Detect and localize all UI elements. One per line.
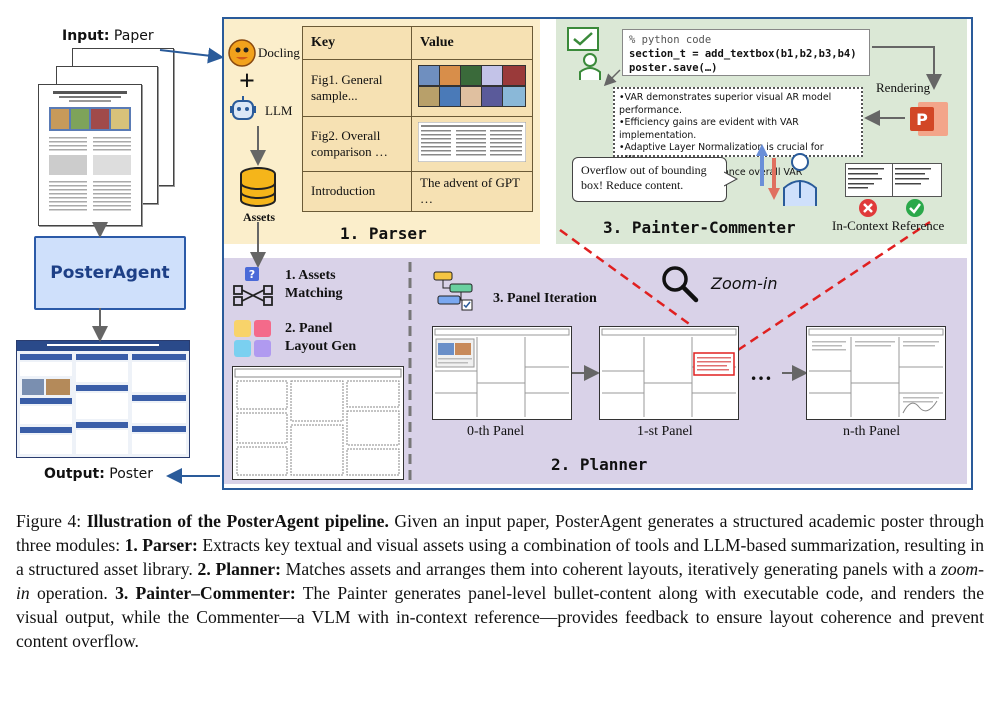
panel-0 bbox=[432, 326, 572, 420]
up-down-arrows-icon bbox=[756, 144, 780, 200]
layout-blocks-icon bbox=[234, 320, 271, 357]
asset-key-value-table: Key Value Fig1. General sample... Fig2. … bbox=[302, 26, 533, 213]
panel-n-label: n-th Panel bbox=[843, 424, 901, 439]
panel-1 bbox=[599, 326, 739, 420]
panel-layout-gen-label: 2. Panel Layout Gen bbox=[285, 321, 357, 354]
table-cell-value-image bbox=[411, 59, 533, 117]
layout-wireframe-shapes bbox=[234, 368, 402, 476]
ellipsis: … bbox=[750, 360, 772, 385]
table-cell-key: Fig1. General sample... bbox=[302, 59, 412, 117]
table-cell-key: Introduction bbox=[302, 170, 412, 213]
painter-person-icon bbox=[567, 27, 601, 80]
docling-label: Docling bbox=[258, 45, 300, 60]
llm-label: LLM bbox=[265, 103, 293, 118]
magnifier-icon bbox=[662, 266, 699, 303]
code-comment: % python code bbox=[629, 34, 712, 46]
table-cell-value: The advent of GPT … bbox=[411, 170, 533, 213]
docling-duck-icon bbox=[228, 39, 256, 67]
zoom-in-label: Zoom-in bbox=[711, 274, 778, 293]
panel-0-label: 0-th Panel bbox=[467, 424, 525, 439]
assets-label: Assets bbox=[243, 210, 275, 224]
panel-iteration-icon bbox=[433, 271, 473, 311]
speech-tail bbox=[724, 171, 738, 187]
input-arrow bbox=[159, 47, 224, 64]
poster-agent-box: PosterAgent bbox=[34, 236, 186, 310]
sample-images-thumbnail-icon bbox=[418, 64, 526, 107]
reference-card-lines bbox=[848, 168, 884, 189]
output-label: Output: Poster bbox=[44, 466, 153, 482]
bullet-line: •Efficiency gains are evident with VAR i… bbox=[619, 117, 799, 141]
code-line: poster.save(…) bbox=[629, 62, 718, 74]
painter-commenter-title: 3. Painter-Commenter bbox=[603, 218, 796, 237]
assets-matching-icon: ? bbox=[233, 267, 273, 306]
table-cell-value-table bbox=[411, 115, 533, 172]
table-header-value: Value bbox=[411, 26, 533, 60]
table-row: Fig1. General sample... bbox=[302, 59, 533, 117]
panel-n-layout bbox=[808, 328, 944, 417]
comparison-table-thumbnail-icon bbox=[417, 121, 527, 163]
poster-thumbnail-icon bbox=[17, 341, 189, 454]
rendering-label: Rendering bbox=[876, 80, 931, 95]
output-poster-thumbnail bbox=[16, 340, 190, 458]
table-row: Fig2. Overall comparison … bbox=[302, 115, 533, 172]
panel-1-label: 1-st Panel bbox=[637, 424, 693, 439]
figure-caption: Figure 4: Illustration of the PosterAgen… bbox=[16, 511, 985, 651]
plus-sign: + bbox=[239, 66, 255, 97]
bullet-content-box: •VAR demonstrates superior visual AR mod… bbox=[613, 87, 863, 191]
panel-iteration-label: 3. Panel Iteration bbox=[493, 291, 597, 306]
paper-page-front bbox=[38, 84, 142, 226]
planner-title: 2. Planner bbox=[551, 455, 648, 474]
powerpoint-icon: P bbox=[910, 102, 948, 136]
reference-card-bad bbox=[845, 163, 895, 197]
reference-card-good bbox=[892, 163, 942, 197]
commenter-feedback-bubble: Overflow out of bounding box! Reduce con… bbox=[572, 157, 727, 202]
paper-thumbnail-icon bbox=[49, 91, 131, 211]
llm-robot-icon bbox=[230, 96, 256, 120]
parser-title: 1. Parser bbox=[340, 224, 427, 243]
layout-wireframe bbox=[232, 366, 404, 480]
python-code-box: % python code section_t = add_textbox(b1… bbox=[622, 29, 870, 76]
zoom-in-line-right bbox=[737, 220, 931, 352]
database-icon bbox=[240, 167, 276, 207]
svg-text:?: ? bbox=[249, 268, 255, 281]
panel-1-layout bbox=[601, 328, 737, 417]
table-header-key: Key bbox=[302, 26, 412, 60]
svg-text:P: P bbox=[916, 110, 928, 129]
commenter-person-icon bbox=[783, 153, 817, 206]
table-cell-key: Fig2. Overall comparison … bbox=[302, 115, 412, 172]
reject-x-icon bbox=[859, 199, 877, 217]
panel-n bbox=[806, 326, 946, 420]
assets-matching-label: 1. Assets Matching bbox=[285, 268, 343, 301]
table-row: Introduction The advent of GPT … bbox=[302, 170, 533, 213]
bullet-line: •VAR demonstrates superior visual AR mod… bbox=[619, 92, 832, 116]
input-label: Input: Paper bbox=[62, 28, 154, 44]
accept-check-icon bbox=[906, 199, 924, 217]
reference-card-lines bbox=[895, 168, 931, 185]
in-context-reference-label: In-Context Reference bbox=[832, 218, 945, 233]
code-line: section_t = add_textbox(b1,b2,b3,b4) bbox=[629, 48, 857, 60]
panel-0-layout bbox=[434, 328, 570, 417]
